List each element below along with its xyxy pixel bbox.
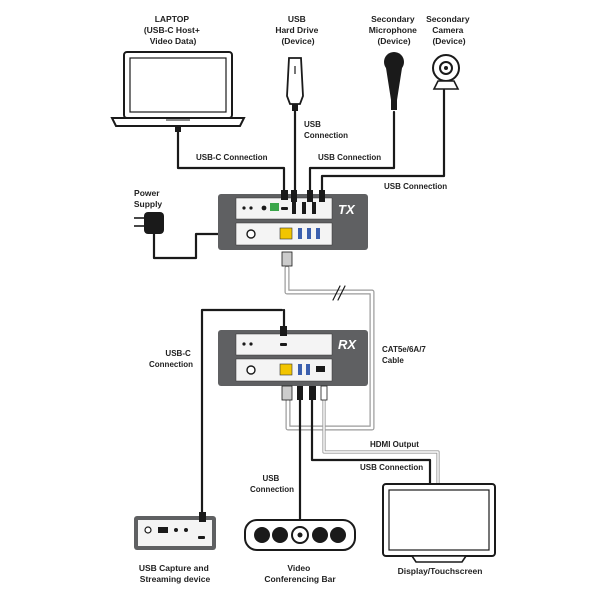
- power-cable: [152, 230, 238, 260]
- tx-usbc-plug: [281, 190, 288, 200]
- mic-usb-cable: [308, 110, 396, 198]
- rx-rj45-plug: [281, 385, 293, 401]
- display-screen: [388, 489, 490, 551]
- tx-led: [249, 206, 253, 210]
- laptop: [110, 51, 246, 132]
- microphone: [384, 52, 404, 110]
- tx-terminal-block: [270, 203, 279, 211]
- power-adapter-body: [144, 212, 164, 234]
- tx-usb-a-port: [298, 228, 302, 239]
- usb-connection-drive-label: USB Connection: [304, 120, 348, 140]
- cable-break-mark: [332, 285, 341, 301]
- capture-audio-jack: [184, 528, 188, 532]
- tx-unit: TX: [218, 190, 368, 267]
- videobar-lens-core: [297, 532, 303, 538]
- cables: [152, 88, 446, 522]
- usb-connection-mic-label: USB Connection: [318, 153, 381, 162]
- videobar-speaker: [272, 527, 288, 543]
- tx-dc-jack: [246, 229, 256, 239]
- usb-capture-device: [134, 512, 216, 550]
- cat-cable-label: CAT5e/6A/7 Cable: [382, 345, 428, 365]
- usbc-connection-left-label: USB-C Connection: [149, 349, 193, 369]
- camera-label: Secondary Camera (Device): [426, 14, 472, 46]
- rx-usbc-plug: [280, 326, 287, 336]
- tx-usb-port: [292, 202, 296, 214]
- rx-usb-a-port: [298, 364, 302, 375]
- usb-connection-bar-label: USB Connection: [250, 474, 294, 494]
- mic-head: [384, 52, 404, 72]
- laptop-usbc-plug: [175, 126, 181, 132]
- rx-usb-a-port: [306, 364, 310, 375]
- rx-hdmi-port: [316, 366, 325, 372]
- tx-rj45-plug: [281, 251, 293, 267]
- usb-drive-plug: [292, 104, 298, 111]
- hdmi-cable: [310, 398, 432, 486]
- camera-stand: [432, 80, 460, 90]
- display-label: Display/Touchscreen: [398, 566, 483, 576]
- capture-port: [158, 527, 168, 533]
- usb-connection-display-label: USB Connection: [360, 463, 423, 472]
- capture-usbc-cable: [200, 308, 284, 516]
- tx-title: TX: [338, 202, 356, 217]
- display-usb-cable-core: [323, 399, 439, 485]
- usb-drive-body: [286, 57, 304, 105]
- usbc-connection-top-label: USB-C Connection: [196, 153, 268, 162]
- capture-device-label: USB Capture and Streaming device: [139, 563, 211, 584]
- rx-led: [249, 342, 253, 346]
- capture-usbc-port: [198, 536, 205, 539]
- videobar-speaker: [330, 527, 346, 543]
- rx-title: RX: [338, 337, 357, 352]
- videobar-speaker: [254, 527, 270, 543]
- usb-connection-cam-label: USB Connection: [384, 182, 447, 191]
- rx-dc-jack: [246, 365, 256, 375]
- video-conferencing-bar: [244, 519, 356, 551]
- camera-usb-cable: [320, 88, 446, 198]
- capture-panel: [138, 520, 212, 546]
- rx-unit: RX: [218, 326, 368, 401]
- hdmi-output-label: HDMI Output: [370, 440, 419, 449]
- display-stand: [410, 555, 468, 563]
- rx-usbc-port: [280, 343, 287, 346]
- capture-dc-jack: [144, 526, 152, 534]
- laptop-usbc-cable: [176, 126, 286, 198]
- tx-usb-plug: [291, 190, 297, 202]
- usb-hard-drive: [286, 57, 304, 111]
- videobar-speaker: [312, 527, 328, 543]
- capture-usbc-plug: [199, 512, 206, 522]
- microphone-label: Secondary Microphone (Device): [369, 14, 420, 46]
- cable-break-mark: [337, 285, 346, 301]
- tx-usb-port: [302, 202, 306, 214]
- tx-rj45-port: [279, 227, 293, 240]
- usb-drive-label: USB Hard Drive (Device): [275, 14, 320, 46]
- tx-reset-button: [261, 205, 267, 211]
- tx-usb-port: [312, 202, 316, 214]
- camera: [432, 54, 460, 90]
- rx-led: [242, 342, 246, 346]
- tx-usb-plug: [319, 190, 325, 202]
- tx-usb-plug: [307, 190, 313, 202]
- capture-audio-jack: [174, 528, 178, 532]
- tx-usb-a-port: [307, 228, 311, 239]
- tx-usbc-port: [281, 207, 288, 210]
- tx-usb-a-port: [316, 228, 320, 239]
- rx-usb-plug: [320, 385, 328, 401]
- camera-lens-core: [444, 66, 448, 70]
- cat-cable-core: [285, 266, 374, 430]
- power-supply-label: Power Supply: [134, 188, 163, 209]
- mic-handle: [386, 68, 402, 100]
- laptop-label: LAPTOP (USB-C Host+ Video Data): [144, 14, 202, 46]
- tx-led: [242, 206, 246, 210]
- rx-rj45-port: [279, 363, 293, 376]
- video-bar-label: Video Conferencing Bar: [264, 563, 336, 584]
- laptop-base: [110, 117, 246, 127]
- rx-usb-plug: [297, 386, 303, 400]
- display-touchscreen: [382, 483, 496, 563]
- laptop-screen-inner: [129, 57, 227, 113]
- mic-plug: [391, 100, 397, 110]
- rx-hdmi-plug: [309, 386, 316, 400]
